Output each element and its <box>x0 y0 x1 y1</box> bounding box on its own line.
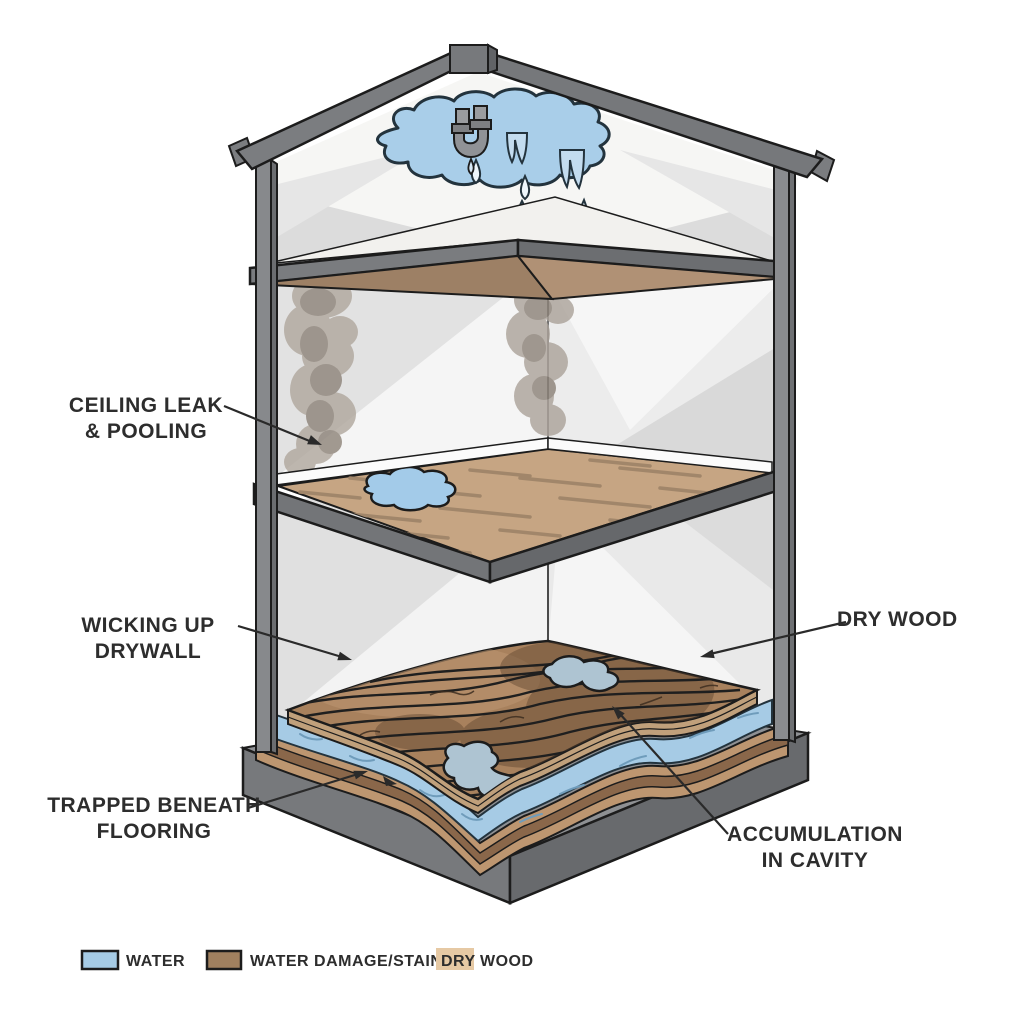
legend-water-swatch <box>80 949 120 971</box>
label-trapped-2: FLOORING <box>97 820 212 843</box>
middle-floor <box>252 437 788 584</box>
label-ceiling-leak: CEILING LEAK <box>69 394 223 417</box>
callout-labels: CEILING LEAK & POOLING WICKING UP DRYWAL… <box>47 394 957 872</box>
roof <box>227 43 836 183</box>
legend-damage-label: WATER DAMAGE/STAINS <box>250 953 454 970</box>
middle-right-wall-shade <box>600 340 788 465</box>
warped-floor-edge-line <box>287 696 758 807</box>
attic-floor-slab <box>248 196 788 301</box>
left-post <box>255 159 272 753</box>
legend-damage-swatch <box>205 949 243 971</box>
label-accumulation: ACCUMULATION <box>727 823 903 846</box>
label-wicking: WICKING UP <box>81 614 214 637</box>
label-wicking-2: DRYWALL <box>95 640 202 663</box>
arrow-wicking <box>237 624 352 661</box>
frame-posts <box>255 158 796 756</box>
middle-room-walls <box>258 254 788 486</box>
water-ripples <box>299 712 759 823</box>
middle-right-wall-light <box>548 274 788 430</box>
legend: WATER WATER DAMAGE/STAINS DRY WOOD <box>80 948 534 971</box>
wall-stain-corner <box>506 280 574 436</box>
label-trapped: TRAPPED BENEATH <box>47 794 261 817</box>
bottom-right-wall-light <box>548 505 756 700</box>
label-ceiling-leak-2: & POOLING <box>85 420 207 443</box>
attic-right-wall-shade2 <box>620 150 792 248</box>
legend-dry-label: DRY <box>441 953 476 970</box>
annotation-arrows <box>223 404 847 835</box>
ceiling-underside-right <box>515 254 787 301</box>
arrow-accumulation <box>612 706 729 835</box>
subfloor-dark-stripe <box>255 733 789 865</box>
cavity-puddle-back <box>542 655 620 693</box>
arrow-trapped <box>247 770 397 810</box>
label-dry-wood: DRY WOOD <box>837 608 958 631</box>
left-post-side <box>270 158 278 756</box>
floor-puddle <box>363 465 457 512</box>
ceiling-water-pool <box>376 87 611 189</box>
arrow-dry-wood <box>700 620 847 659</box>
water-drip-icon-group <box>505 132 586 191</box>
roof-ridge-cap <box>449 44 489 74</box>
legend-water-label: WATER <box>126 953 185 970</box>
right-post <box>773 164 790 741</box>
attic-left-wall-shade2 <box>262 146 430 246</box>
label-accumulation-2: IN CAVITY <box>762 849 869 872</box>
legend-dry-wood-swatch <box>436 948 474 970</box>
p-trap-pipe-icon <box>451 105 492 176</box>
right-post-side <box>788 163 796 744</box>
arrow-ceiling-leak <box>223 404 322 445</box>
legend-wood-label: WOOD <box>480 953 534 970</box>
roof-ridge-cap-side <box>487 43 498 75</box>
